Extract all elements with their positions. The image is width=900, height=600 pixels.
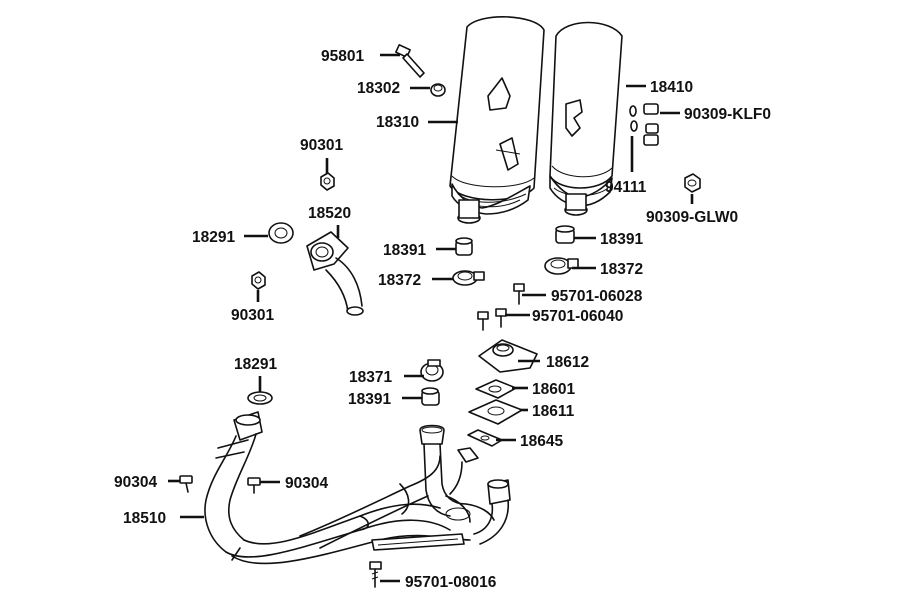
label-18371: 18371 — [349, 369, 392, 386]
nut-90309-glw0 — [684, 173, 701, 193]
label-18391-mid: 18391 — [383, 242, 426, 259]
label-18410: 18410 — [650, 79, 693, 96]
label-18372-left: 18372 — [378, 272, 421, 289]
label-18601: 18601 — [532, 381, 575, 398]
label-90309-klf0: 90309-KLF0 — [684, 106, 771, 123]
gasket-18601 — [475, 379, 517, 399]
leader-lines — [168, 53, 694, 583]
gasket-18291-top — [268, 222, 294, 244]
label-95701-06040: 95701-06040 — [532, 308, 623, 325]
label-18372-right: 18372 — [600, 261, 643, 278]
header-pipe-18510 — [204, 411, 511, 565]
label-18291-top: 18291 — [192, 229, 235, 246]
label-18391-low: 18391 — [348, 391, 391, 408]
nut-90301-top — [320, 172, 335, 191]
sleeve-18391-right — [555, 225, 575, 244]
label-18510: 18510 — [123, 510, 166, 527]
label-18612: 18612 — [546, 354, 589, 371]
label-90304-right: 90304 — [285, 475, 328, 492]
nut-90309-klf0 — [643, 103, 659, 146]
bolt-90304-right — [247, 477, 261, 494]
cap-18302 — [430, 83, 446, 97]
bolt-90304-left — [179, 475, 193, 493]
link-pipe-18520 — [306, 231, 364, 316]
label-90309-glw0: 90309-GLW0 — [646, 209, 738, 226]
label-94111: 94111 — [605, 179, 647, 196]
gasket-18645 — [467, 429, 503, 447]
muffler-right — [549, 21, 623, 216]
label-90301-bottom: 90301 — [231, 307, 274, 324]
label-18520: 18520 — [308, 205, 351, 222]
label-90304-left: 90304 — [114, 474, 157, 491]
clamp-18372-left — [452, 270, 485, 286]
clamp-18372-right — [544, 257, 579, 275]
label-18302: 18302 — [357, 80, 400, 97]
gasket-18291-bottom — [247, 391, 273, 405]
plate-18611 — [468, 399, 523, 425]
bolt-95701-06028 — [513, 283, 525, 305]
label-18645: 18645 — [520, 433, 563, 450]
sleeve-18391-low — [421, 387, 440, 406]
clamp-18371 — [420, 359, 444, 382]
muffler-left — [449, 16, 545, 224]
label-95801: 95801 — [321, 48, 364, 65]
bracket-18612 — [478, 339, 538, 373]
washer-94111 — [629, 105, 638, 132]
sleeve-18391-mid — [455, 237, 473, 256]
bolt-95801 — [395, 44, 425, 78]
part-labels: 95801 18302 18310 18410 90309-KLF0 90301… — [114, 48, 771, 591]
bolts-95701-06040 — [477, 308, 507, 331]
nut-90301-bottom — [251, 271, 266, 290]
label-18611: 18611 — [532, 403, 575, 420]
bolt-95701-08016 — [369, 561, 382, 588]
label-18391-right: 18391 — [600, 231, 643, 248]
label-18310: 18310 — [376, 114, 419, 131]
label-95701-06028: 95701-06028 — [551, 288, 643, 305]
label-95701-08016: 95701-08016 — [405, 574, 497, 591]
label-90301-top: 90301 — [300, 137, 343, 154]
label-18291-bottom: 18291 — [234, 356, 277, 373]
